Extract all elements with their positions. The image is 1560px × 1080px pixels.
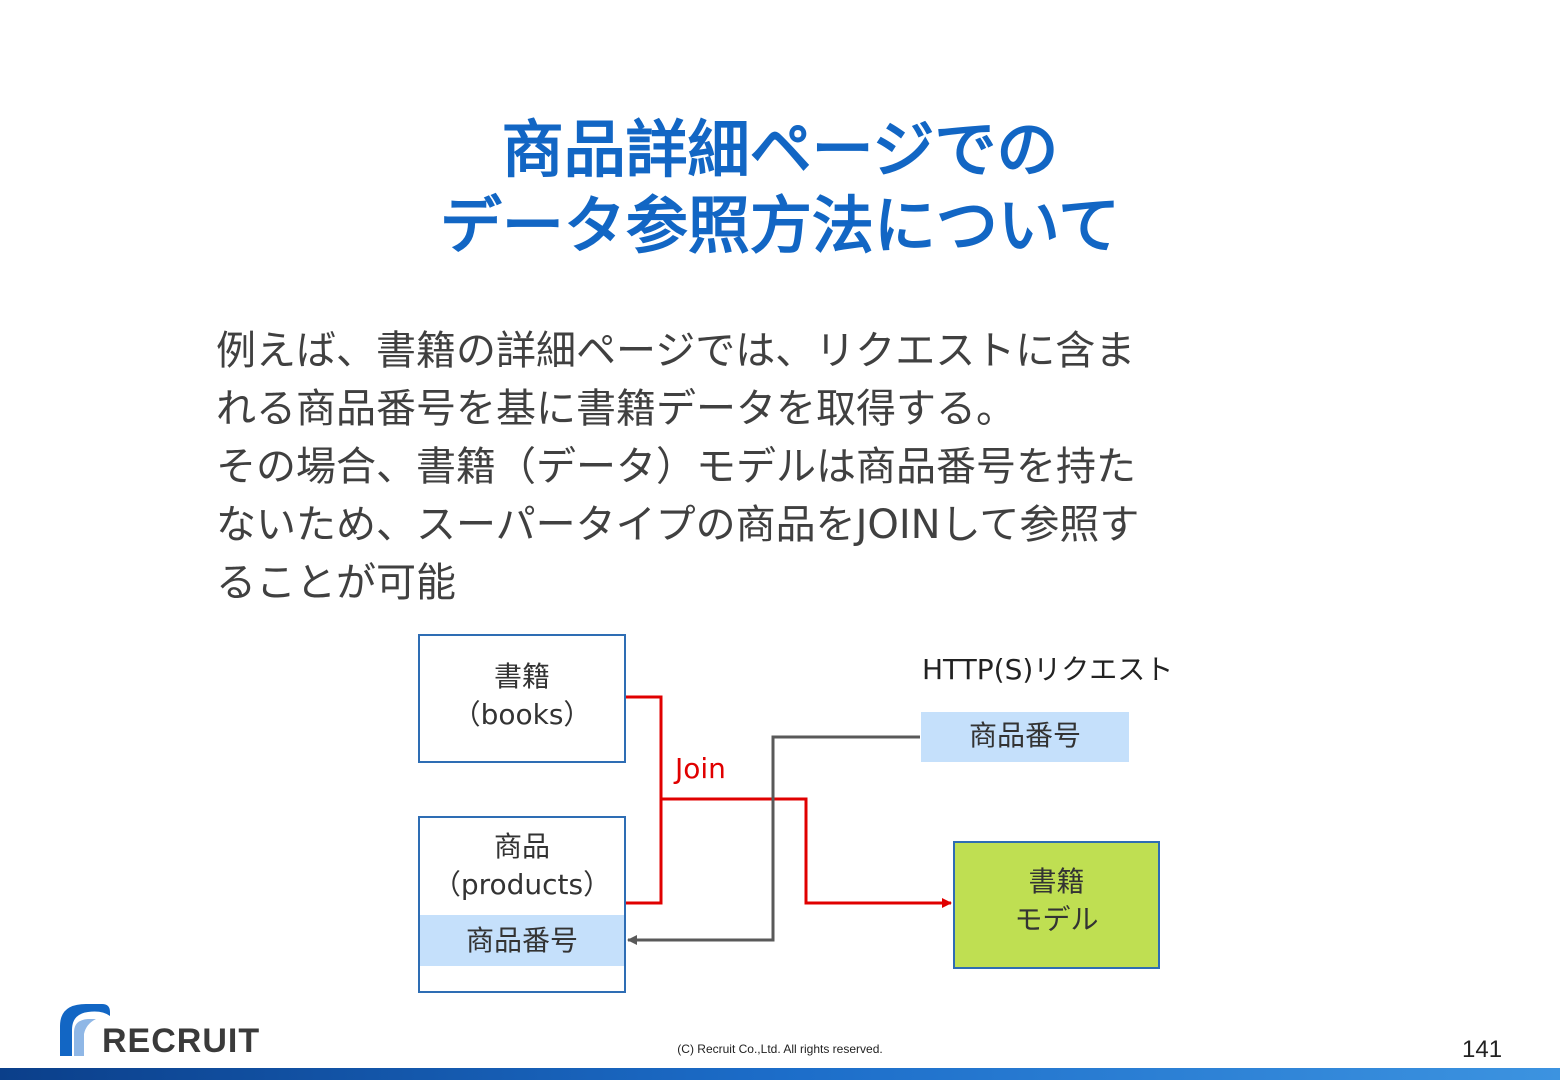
reference-arrow xyxy=(627,735,920,945)
book-model-box: 書籍 モデル xyxy=(953,841,1160,969)
products-entity-box: 商品 （products） xyxy=(418,816,626,993)
model-title: 書籍 xyxy=(1028,865,1085,898)
join-line-books xyxy=(626,695,663,905)
paragraph-2-line-2: ないため、スーパータイプの商品をJOINして参照す xyxy=(216,502,1140,548)
footer-bar xyxy=(0,1068,1560,1080)
products-product-number-field: 商品番号 xyxy=(420,915,624,966)
page-number: 141 xyxy=(1462,1036,1503,1063)
books-entity-box: 書籍 （books） xyxy=(418,634,626,763)
paragraph-1-line-1: 例えば、書籍の詳細ページでは、リクエストに含ま xyxy=(216,328,1136,374)
model-subtitle: モデル xyxy=(1014,903,1099,936)
paragraph-1-line-2: れる商品番号を基に書籍データを取得する。 xyxy=(216,386,1016,432)
paragraph-2-line-1: その場合、書籍（データ）モデルは商品番号を持た xyxy=(216,444,1136,490)
paragraph-2-line-3: ることが可能 xyxy=(216,560,456,606)
title-line-2: データ参照方法について xyxy=(439,189,1121,262)
request-product-number-field: 商品番号 xyxy=(921,712,1129,762)
products-subtitle: （products） xyxy=(432,868,612,901)
join-label: Join xyxy=(675,752,726,785)
join-to-model-arrow xyxy=(661,797,952,908)
body-text: 例えば、書籍の詳細ページでは、リクエストに含ま れる商品番号を基に書籍データを取… xyxy=(216,322,1356,612)
books-title: 書籍 xyxy=(493,660,550,693)
books-subtitle: （books） xyxy=(452,698,592,731)
logo-text: RECRUIT xyxy=(102,1022,261,1060)
recruit-logo-icon xyxy=(60,1004,110,1056)
products-title: 商品 xyxy=(493,830,550,863)
copyright-notice: (C) Recruit Co.,Ltd. All rights reserved… xyxy=(677,1042,883,1056)
http-request-label: HTTP(S)リクエスト xyxy=(922,653,1174,686)
title-line-1: 商品詳細ページでの xyxy=(501,113,1059,186)
slide-title: 商品詳細ページでの データ参照方法について xyxy=(0,112,1560,264)
